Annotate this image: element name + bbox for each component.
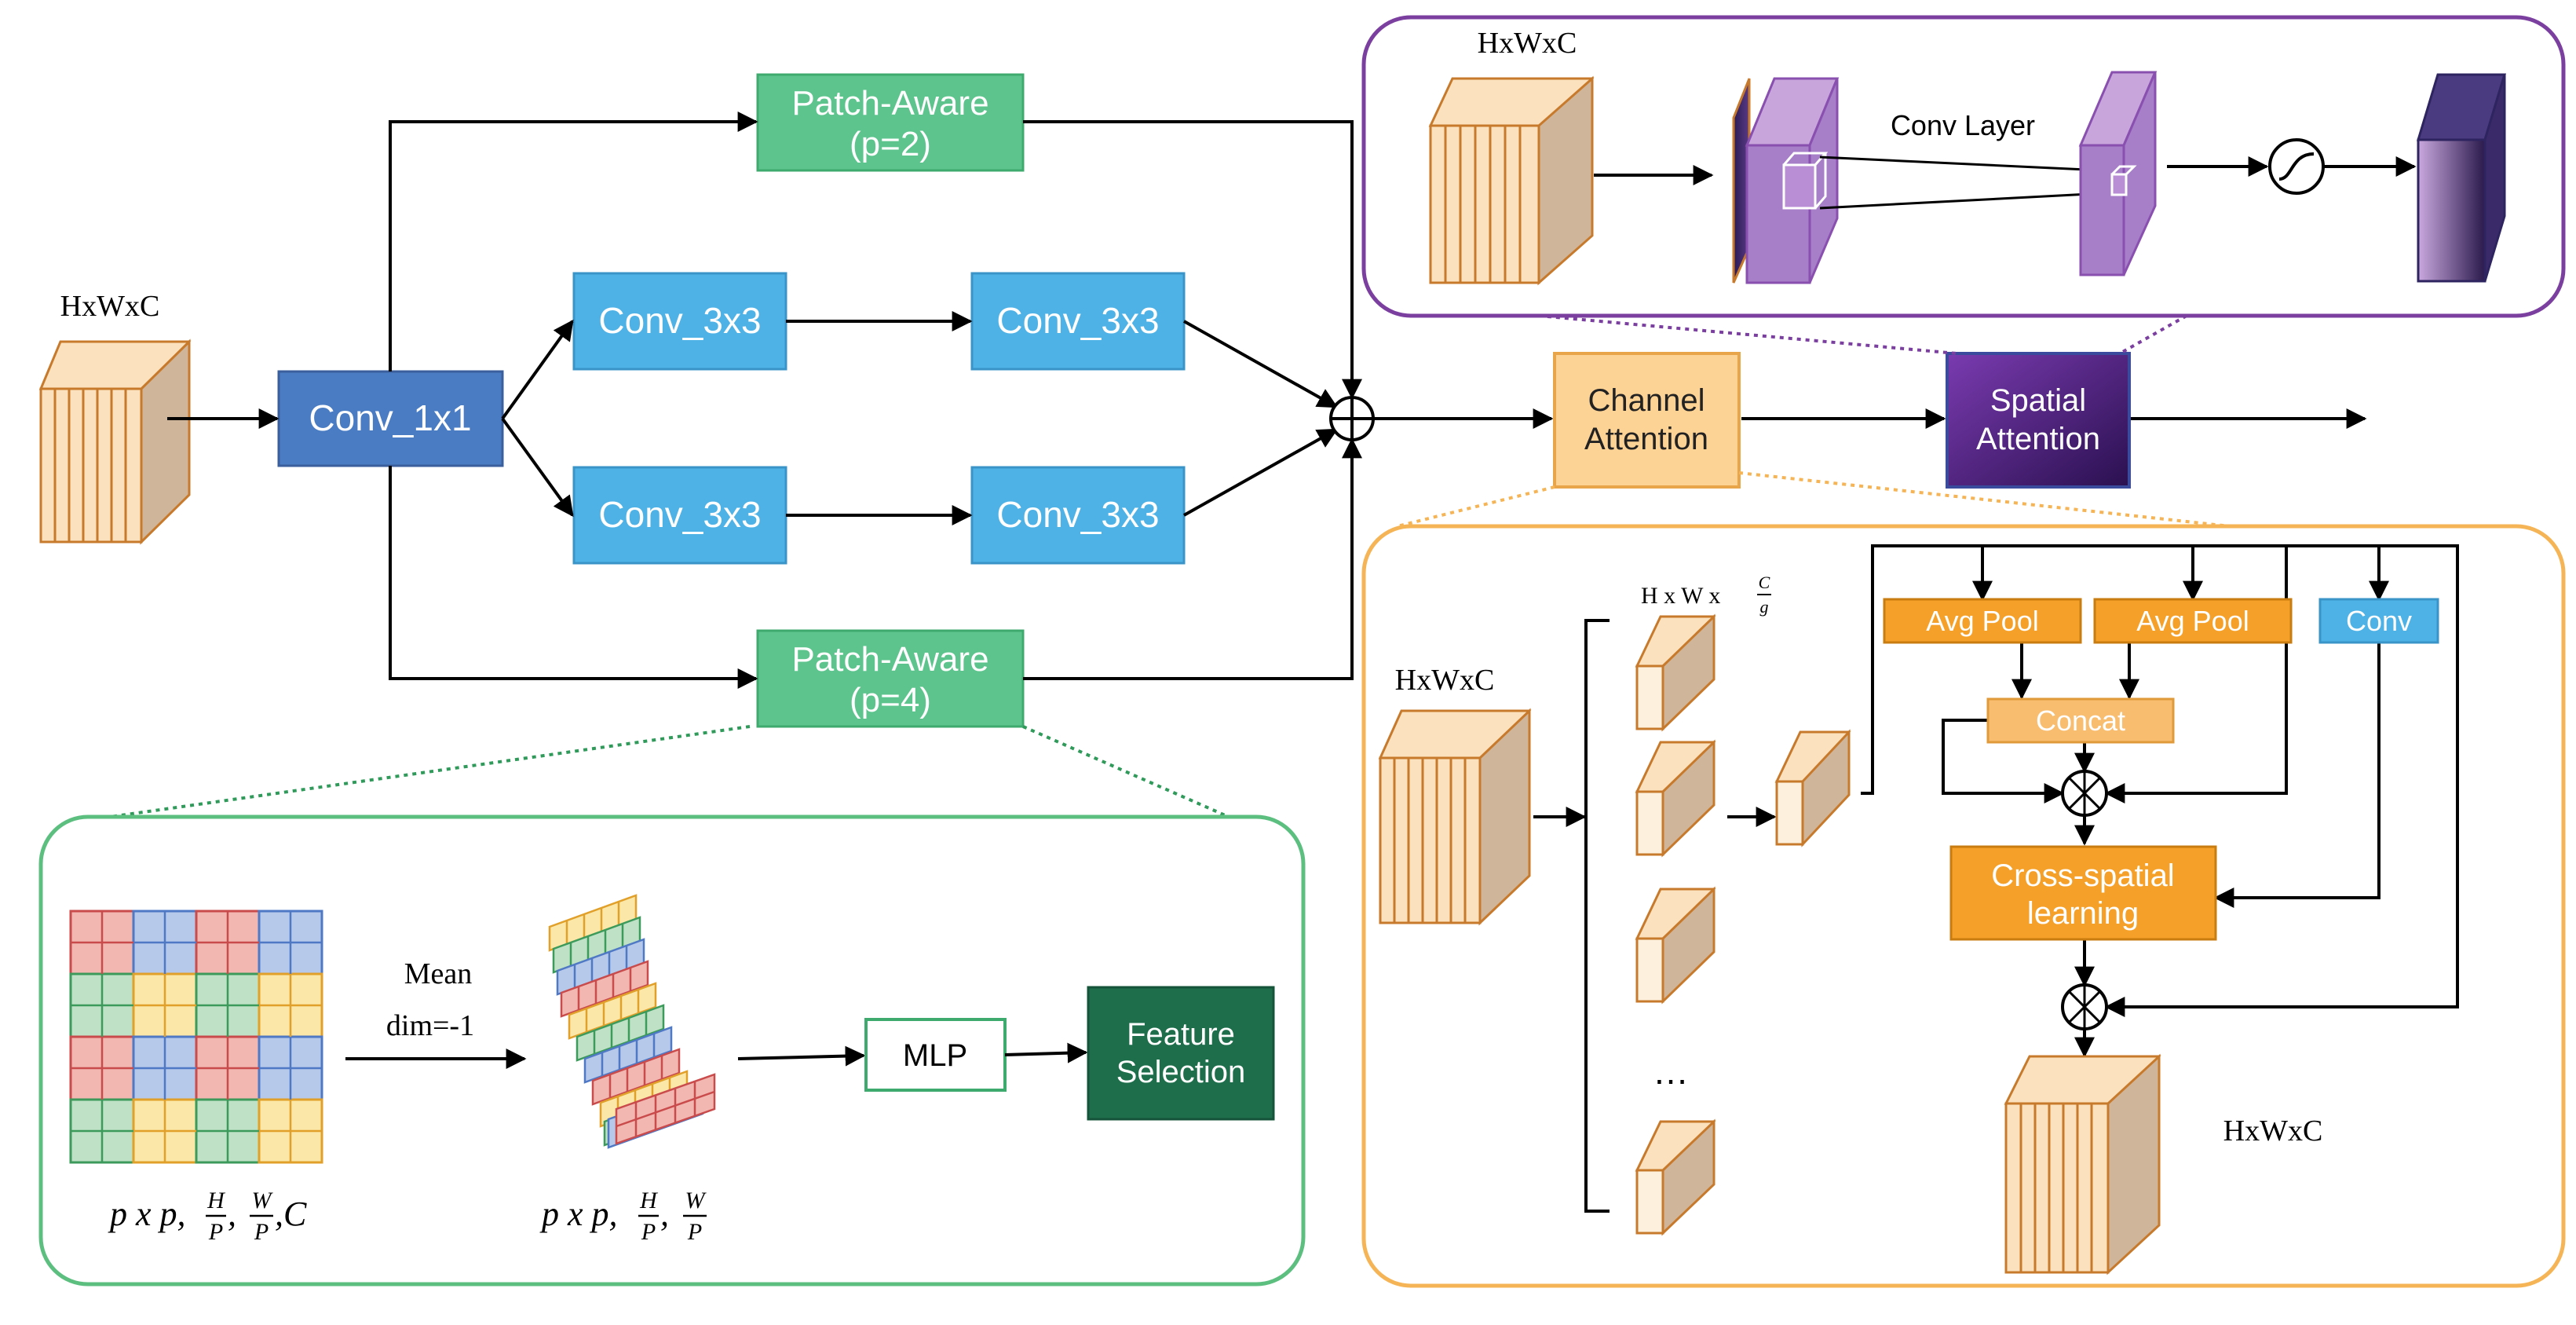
cross-spatial-learning-block: [1949, 845, 2217, 941]
spatial-attention-line1: Spatial: [1990, 383, 2086, 418]
conv3x3-label-top-left: Conv_3x3: [598, 300, 761, 341]
grid-caption-f1-den: P: [208, 1219, 223, 1245]
stack-caption-f1-num: H: [639, 1188, 659, 1213]
conv-layer-input-slab: [1732, 77, 1840, 284]
purple-zoom-line-left: [1538, 314, 1957, 355]
feature-selection-line1: Feature: [1127, 1017, 1235, 1052]
to-feature-selection-arrow: [1004, 1042, 1088, 1063]
stack-caption-f1-den: P: [641, 1219, 656, 1245]
main-pipeline-arrows: [167, 112, 2367, 689]
patch-aware-p2-line1: Patch-Aware: [791, 84, 988, 123]
conv1x1-label: Conv_1x1: [309, 397, 471, 438]
channel-panel-output-dims: HxWxC: [2223, 1115, 2323, 1147]
channel-attention-detail-panel: [1361, 524, 2566, 1288]
stack-caption-base: p x p,: [539, 1195, 618, 1233]
patch-aware-p4-line2: (p=4): [850, 681, 931, 719]
conv1x1-block: [277, 370, 504, 467]
group-dims-label: H x W x C g: [1641, 573, 1771, 617]
spatial-panel-input-dims: HxWxC: [1478, 27, 1577, 60]
feature-selection-block: [1087, 986, 1275, 1121]
group-dims-base: H x W x: [1641, 583, 1720, 609]
group-dims-num: C: [1759, 573, 1770, 592]
group-dims-den: g: [1760, 597, 1769, 617]
stack-caption: p x p, H P , W P: [539, 1188, 707, 1245]
group-ellipsis: …: [1653, 1051, 1689, 1092]
conv-block: [2318, 598, 2439, 644]
patch-token-stack: [548, 894, 716, 1149]
channel-attention-line2: Attention: [1584, 422, 1708, 456]
channel-panel-output-cube: [2004, 1053, 2161, 1276]
channel-attention-line1: Channel: [1588, 383, 1705, 418]
green-zoom-line-right: [1022, 725, 1230, 818]
avg-pool-block-2: [2093, 598, 2293, 644]
cross-spatial-line1: Cross-spatial: [1991, 858, 2174, 893]
patch-grid: [69, 910, 323, 1164]
group-slab-1: [1635, 613, 1716, 732]
patch-aware-detail-panel: [38, 814, 1306, 1287]
conv-layer-output-slab: [2078, 71, 2158, 276]
cross-spatial-line2: learning: [2027, 896, 2139, 931]
grid-caption-tail: ,C: [275, 1195, 307, 1233]
patch-aware-p4-line1: Patch-Aware: [791, 640, 988, 679]
grid-caption: p x p, H P , W P ,C: [108, 1188, 307, 1245]
patch-aware-p4-block: [756, 629, 1025, 728]
conv3x3-label-bottom-left: Conv_3x3: [598, 494, 761, 535]
stack-caption-f2-num: W: [685, 1188, 707, 1213]
spatial-attention-block: [1946, 352, 2131, 489]
avg-pool-block-1: [1883, 598, 2082, 644]
group-slab-2: [1635, 739, 1716, 858]
grid-caption-f1-num: H: [206, 1188, 226, 1213]
orange-zoom-line-left: [1397, 485, 1555, 528]
concat-block: [1986, 697, 2175, 744]
group-bracket: [1584, 619, 1610, 1213]
conv3x3-block-top-left: [572, 272, 787, 371]
conv-layer-label: Conv Layer: [1891, 109, 2035, 141]
conv-label: Conv: [2346, 605, 2412, 637]
svg-text:,: ,: [660, 1195, 669, 1233]
grid-caption-f2-den: P: [254, 1219, 269, 1245]
sum-node-icon: [1329, 396, 1375, 441]
to-mlp-arrow: [737, 1045, 866, 1067]
concat-label: Concat: [2036, 705, 2125, 737]
svg-text:,: ,: [228, 1195, 236, 1233]
patch-aware-p2-line2: (p=2): [850, 125, 931, 163]
mlp-block: [864, 1018, 1007, 1092]
spatial-attention-line2: Attention: [1976, 422, 2100, 456]
feature-selection-line2: Selection: [1116, 1055, 1246, 1089]
conv3x3-label-top-right: Conv_3x3: [996, 300, 1159, 341]
stack-caption-f2-den: P: [687, 1219, 702, 1245]
multiply-node-icon-1: [2061, 770, 2108, 817]
input-tensor-cube: [38, 339, 192, 545]
channel-attention-block: [1553, 352, 1741, 489]
channel-panel-input-cube: [1378, 708, 1532, 926]
group-slab-3: [1635, 886, 1716, 1005]
conv3x3-label-bottom-right: Conv_3x3: [996, 494, 1159, 535]
grid-caption-base: p x p,: [108, 1195, 186, 1233]
spatial-panel-input-cube: [1428, 75, 1595, 286]
spatial-attention-detail-panel: [1361, 15, 2566, 318]
channel-panel-input-dims: HxWxC: [1395, 664, 1495, 697]
multiply-node-icon-2: [2061, 983, 2108, 1030]
selected-group-slab: [1774, 729, 1851, 847]
mlp-label: MLP: [903, 1038, 967, 1073]
spatial-weight-map-slab: [2416, 73, 2507, 283]
purple-zoom-line-right: [2119, 314, 2187, 355]
dim-label: dim=-1: [386, 1009, 474, 1042]
avg-pool-label-2: Avg Pool: [2136, 605, 2249, 637]
input-dims-label: HxWxC: [60, 290, 160, 323]
grid-caption-f2-num: W: [252, 1188, 274, 1213]
channel-panel-routing: [1861, 544, 2459, 1058]
green-zoom-line-left: [109, 725, 751, 818]
conv-kernel-lines: [1819, 156, 2121, 210]
group-slab-last: [1635, 1118, 1716, 1236]
avg-pool-label-1: Avg Pool: [1926, 605, 2038, 637]
sigmoid-icon: [2268, 138, 2325, 195]
mean-label: Mean: [404, 957, 473, 990]
